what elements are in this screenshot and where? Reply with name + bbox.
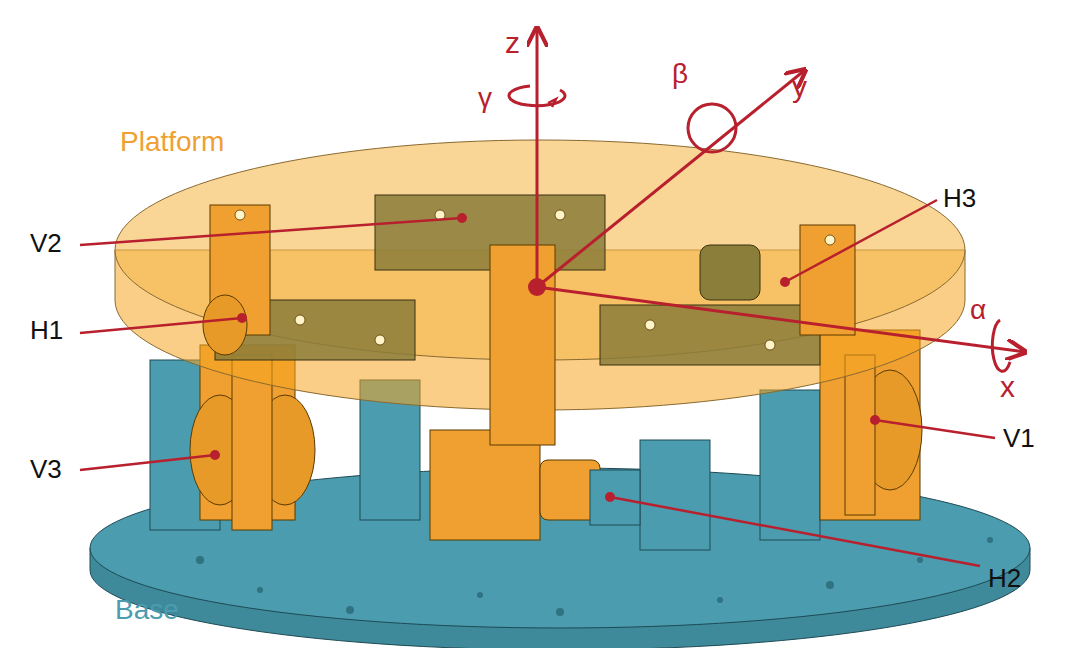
rotation-label: β	[672, 60, 688, 88]
rotation-label: α	[970, 296, 986, 324]
rotation-label: γ	[478, 84, 492, 112]
actuator-label: V1	[1003, 425, 1035, 451]
axis-label: x	[1000, 372, 1015, 402]
part-name: Platform	[120, 128, 224, 156]
actuator-label: V2	[30, 230, 62, 256]
actuator-label: V3	[30, 456, 62, 482]
actuator-label: H1	[30, 317, 63, 343]
actuator-label: H2	[988, 565, 1021, 591]
part-name: Base	[115, 596, 179, 624]
axis-label: z	[505, 28, 520, 58]
axis-label: y	[792, 72, 807, 102]
actuator-label: H3	[943, 185, 976, 211]
